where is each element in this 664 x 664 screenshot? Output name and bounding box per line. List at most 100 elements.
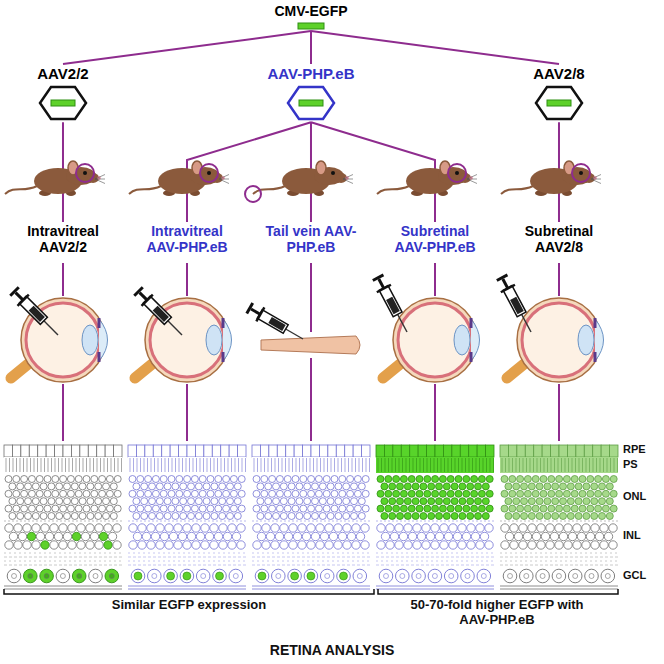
onl-nucleus [269,490,276,497]
photoreceptor-segment [512,458,513,472]
onl-nucleus [9,483,16,490]
onl-nucleus [56,513,63,520]
onl-nucleus [358,498,365,505]
onl-nucleus [176,490,183,497]
inl-nucleus [523,532,531,540]
inl-nucleus [573,541,581,549]
inl-nucleus [210,524,218,532]
inl-nucleus [577,532,585,540]
rpe-cell [170,445,178,457]
photoreceptor-segment [72,458,73,472]
inl-nucleus [228,524,236,532]
inl-nucleus [586,532,594,540]
onl-nucleus [238,505,245,512]
inl-nucleus [266,532,274,540]
onl-nucleus [300,490,307,497]
inl-nucleus [399,532,407,540]
onl-nucleus [397,498,404,505]
retina-layer [398,303,472,377]
onl-nucleus [195,483,202,490]
inl-nucleus [298,524,306,532]
inl-nucleus [14,524,22,532]
connector-line [311,31,559,64]
onl-nucleus [168,476,175,483]
inl-nucleus [408,532,416,540]
onl-nucleus [48,483,55,490]
onl-nucleus [552,513,559,520]
inl-nucleus [284,532,292,540]
rpe-cell [393,445,401,457]
mouse-whisker [591,179,601,184]
layer-label: RPE [623,443,646,456]
inl-nucleus [377,524,385,532]
onl-nucleus [571,490,578,497]
mouse-ear [316,161,326,175]
rpe-cell [46,445,54,457]
photoreceptor-segment [352,458,353,472]
ipl-fibre [128,565,246,566]
photoreceptor-segment [133,458,134,472]
lens [578,325,594,355]
inl-nucleus [237,541,245,549]
mouse-whisker [591,175,601,180]
group-label: 50-70-fold higher EGFP with AAV-PHP.eB [404,598,590,628]
rpe-cell [410,445,418,457]
onl-nucleus [296,498,303,505]
inl-nucleus [23,524,31,532]
photoreceptor-segment [565,458,566,472]
photoreceptor-segment [235,458,236,472]
onl-nucleus [404,498,411,505]
onl-nucleus [280,483,287,490]
ipl-fibre [376,565,494,566]
onl-nucleus [308,476,315,483]
photoreceptor-segment [278,458,279,472]
onl-nucleus [103,483,110,490]
ipl-fibre [128,553,246,554]
node-text: Subretinal AAV2/8 [510,223,608,255]
onl-nucleus [257,483,264,490]
inl-nucleus [431,524,439,532]
inl-nucleus [546,524,554,532]
onl-nucleus [40,483,47,490]
photoreceptor-segment [558,458,559,472]
inl-nucleus [316,541,324,549]
onl-nucleus [300,476,307,483]
inl-nucleus [133,532,141,540]
rpe-cell [277,445,285,457]
mouse [501,161,601,196]
onl-nucleus [397,513,404,520]
onl-nucleus [331,490,338,497]
ipl-fibre [500,557,618,558]
ganglion-cell [56,569,70,583]
ganglion-nucleus [44,574,49,579]
ipl-fibre [4,557,122,558]
onl-nucleus [40,498,47,505]
onl-nucleus [343,513,350,520]
iris [470,318,473,328]
onl-nucleus [424,490,431,497]
retina-panel [252,445,370,589]
photoreceptor-segment [158,458,159,472]
onl-nucleus [583,483,590,490]
onl-nucleus [447,490,454,497]
inl-nucleus [449,524,457,532]
onl-nucleus [381,483,388,490]
photoreceptor-segment [554,458,555,472]
inl-nucleus [467,541,475,549]
bracket [4,589,374,594]
vector-box: AAV2/8 [530,64,587,122]
photoreceptor-segment [151,458,152,472]
onl-nucleus [44,476,51,483]
photoreceptor-segment [30,458,31,472]
onl-nucleus [416,505,423,512]
onl-nucleus [149,483,156,490]
onl-nucleus [455,505,462,512]
onl-nucleus [567,498,574,505]
injection-site-mark [200,164,218,182]
photoreceptor-segment [168,458,169,472]
onl-nucleus [13,505,20,512]
rpe-cell [4,445,12,457]
rpe-cell [443,445,451,457]
onl-nucleus [284,490,291,497]
onl-nucleus [199,505,206,512]
